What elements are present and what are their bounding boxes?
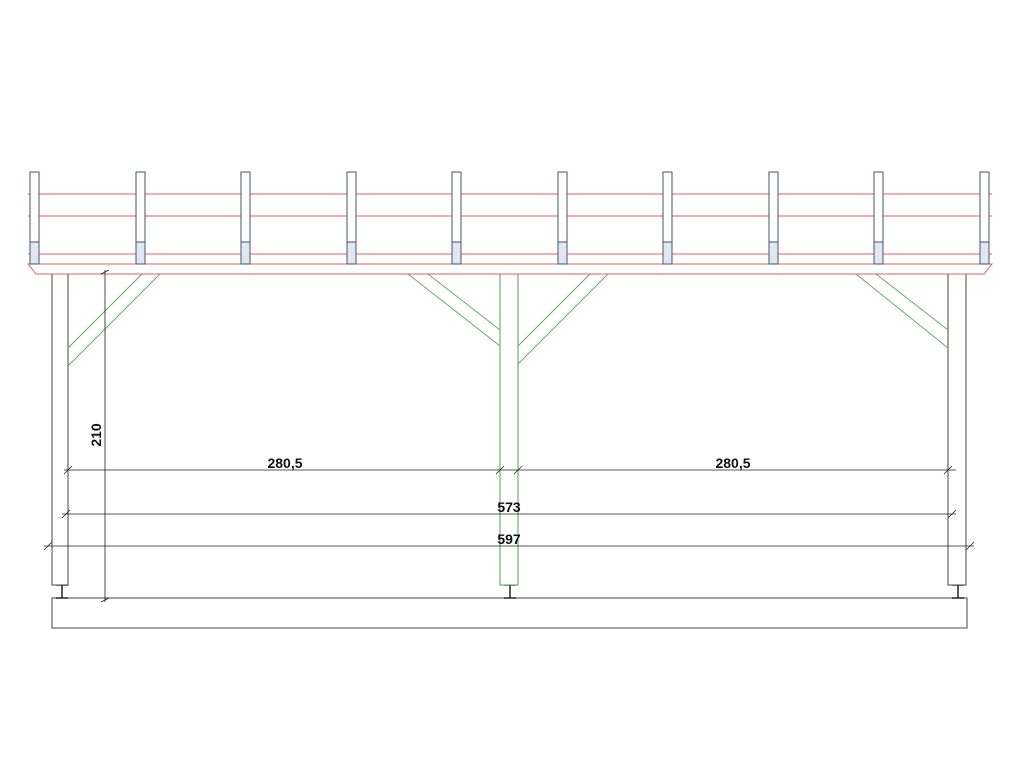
inner-width-dimension-label: 573 bbox=[497, 499, 521, 515]
brace-left bbox=[67, 273, 161, 367]
rafter bbox=[873, 171, 884, 265]
rafter bbox=[29, 171, 40, 265]
outer-width-dimension-label: 597 bbox=[497, 531, 521, 547]
rafter bbox=[557, 171, 568, 265]
brace-center-left bbox=[407, 273, 501, 347]
brace-center-right bbox=[517, 273, 609, 365]
foundation-slab bbox=[51, 597, 968, 629]
rafter bbox=[346, 171, 357, 265]
rafter bbox=[662, 171, 673, 265]
span-right-dimension-label: 280,5 bbox=[715, 455, 750, 471]
dimension-lines bbox=[43, 269, 975, 603]
knee-braces bbox=[67, 273, 949, 367]
height-dimension-label: 210 bbox=[88, 423, 104, 447]
rafter bbox=[768, 171, 779, 265]
rafter bbox=[135, 171, 146, 265]
purlins bbox=[28, 193, 992, 255]
rafter bbox=[979, 171, 990, 265]
brace-right bbox=[855, 273, 949, 349]
span-left-dimension-label: 280,5 bbox=[267, 455, 302, 471]
roof-beam-outline bbox=[26, 263, 994, 275]
left-post bbox=[51, 273, 69, 586]
rafter bbox=[240, 171, 251, 265]
rafters bbox=[29, 171, 990, 265]
rafter bbox=[451, 171, 462, 265]
post-base-plates bbox=[56, 584, 964, 599]
right-post bbox=[947, 273, 967, 586]
